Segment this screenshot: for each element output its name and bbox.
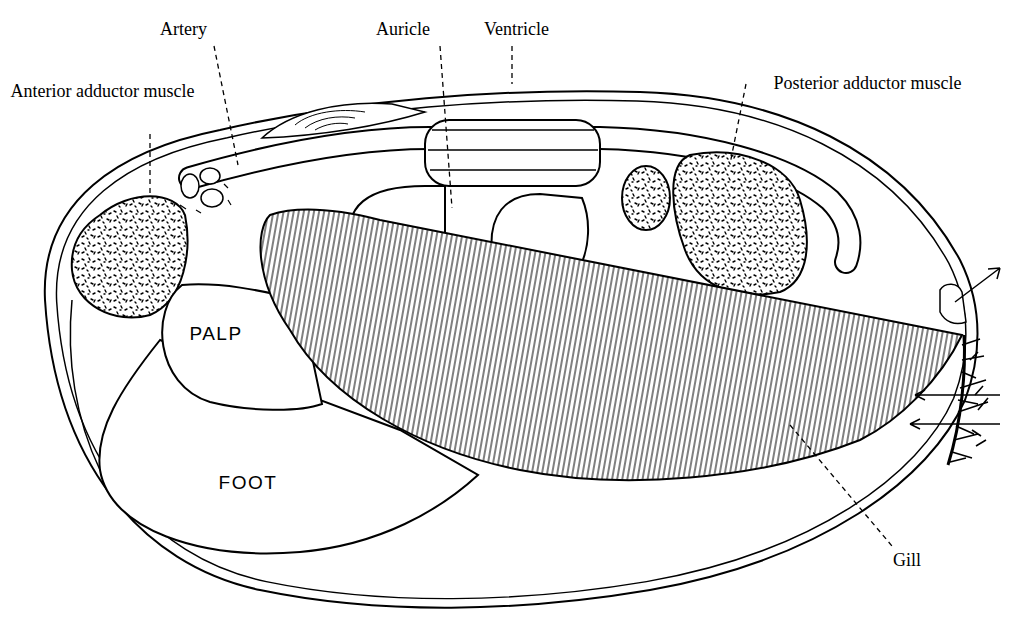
shell-outline	[45, 91, 978, 607]
part-label: Ventricle	[484, 16, 604, 42]
mantle-line	[70, 300, 100, 470]
leader-line	[149, 134, 150, 196]
artery	[201, 189, 223, 207]
organ-region: PALP	[185, 321, 246, 347]
leader-line	[511, 46, 512, 84]
part-label: Posterior adductor muscle	[760, 70, 975, 96]
siphon	[940, 284, 966, 323]
mantle-edge	[56, 100, 965, 598]
organ-name: PALP	[185, 321, 246, 347]
flow-arrow-out	[955, 268, 1000, 302]
posterior-adductor	[673, 152, 807, 294]
ligament-lines	[295, 111, 365, 130]
part-label: Anterior adductor muscle	[10, 78, 195, 104]
leader-line	[214, 46, 238, 165]
artery-shading	[180, 184, 231, 213]
leader-line	[790, 425, 892, 546]
siphon-tentacles	[950, 339, 988, 462]
leader-line	[730, 84, 746, 164]
leader-line	[440, 46, 452, 208]
artery	[200, 168, 220, 184]
part-label: Auricle	[376, 16, 476, 42]
ventricle-lines	[428, 130, 598, 170]
gill	[260, 210, 962, 480]
part-label: Gill	[893, 547, 973, 573]
siphon-edge	[948, 335, 964, 465]
flow-arrow-in	[910, 390, 1000, 429]
organ-region: FOOT	[215, 470, 282, 496]
posterior-adductor-small	[622, 166, 670, 230]
ventricle	[425, 120, 600, 186]
artery	[181, 174, 199, 198]
part-label: Artery	[160, 16, 270, 42]
organ-name: FOOT	[215, 470, 282, 496]
